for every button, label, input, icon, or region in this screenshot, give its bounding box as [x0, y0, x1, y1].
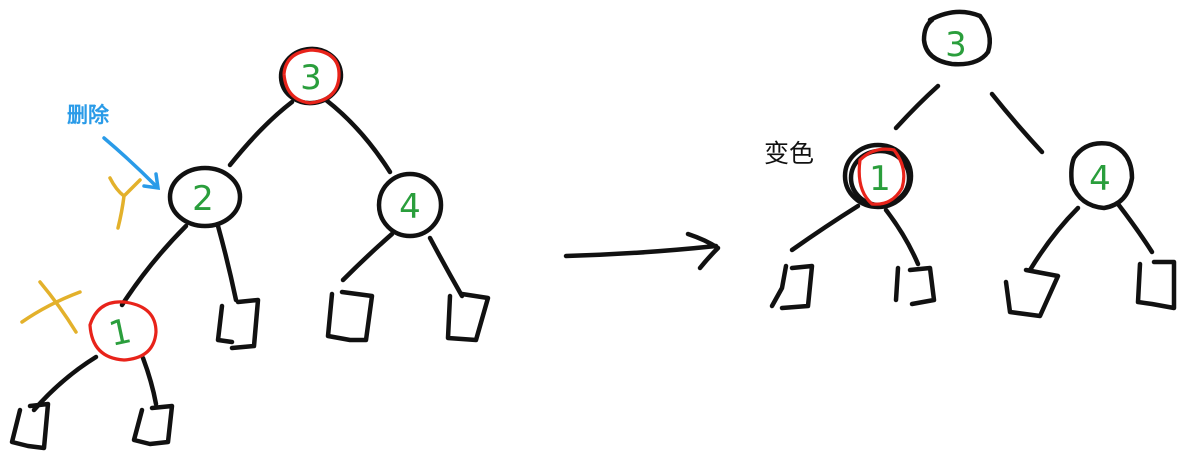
- nil-leaf: [769, 263, 815, 311]
- red-node-outline: [857, 147, 906, 206]
- node-key: 3: [945, 25, 967, 65]
- nil-leaf: [1135, 259, 1177, 311]
- nil-leaf: [325, 289, 375, 343]
- after-node-3: 3: [921, 9, 992, 67]
- edge-4-leaf-right: [1115, 201, 1155, 255]
- recolor-annotation: 变色: [764, 139, 814, 168]
- node-key: 4: [1089, 159, 1111, 199]
- edge-3-2: [227, 99, 295, 168]
- edge-2-1: [119, 223, 189, 308]
- edge-3-4: [323, 97, 393, 175]
- edge-4-leaf-right: [427, 235, 465, 299]
- arrow-icon: [102, 136, 161, 191]
- node-key: 2: [192, 179, 214, 219]
- edge-1-leaf-right: [883, 207, 921, 267]
- node-key: 4: [399, 187, 421, 227]
- edge-3-4: [989, 91, 1045, 155]
- after-node-1: 1: [842, 142, 914, 210]
- edge-4-leaf-left: [340, 231, 395, 283]
- node-key: 1: [869, 159, 891, 199]
- after-tree: 3 1 4 变色: [764, 9, 1177, 319]
- y-mark: [108, 176, 142, 230]
- nil-leaf: [215, 297, 261, 351]
- before-tree: 3 2 4 1 删除: [9, 46, 491, 451]
- nil-leaf: [445, 291, 491, 343]
- red-node-outline: [88, 300, 158, 362]
- node-key: 1: [105, 311, 134, 355]
- edge-1-leaf-left: [789, 203, 861, 253]
- transition-arrow-icon: [563, 231, 721, 271]
- edge-1-leaf-left: [31, 354, 99, 413]
- nil-leaf: [1003, 267, 1061, 319]
- x-mark: [20, 280, 82, 334]
- before-node-3: 3: [278, 46, 344, 106]
- edge-2-leaf: [215, 223, 239, 303]
- nil-leaf: [131, 403, 175, 447]
- before-node-1: 1: [88, 300, 158, 362]
- delete-annotation: 删除: [67, 103, 110, 127]
- nil-leaf: [9, 401, 51, 451]
- node-key: 3: [300, 58, 322, 98]
- edge-4-leaf-left: [1027, 205, 1081, 273]
- before-node-4: 4: [376, 171, 444, 239]
- edge-1-leaf-right: [140, 355, 159, 407]
- before-node-2: 2: [167, 165, 243, 229]
- after-node-4: 4: [1069, 141, 1135, 211]
- edge-3-1: [893, 83, 941, 131]
- nil-leaf: [893, 265, 937, 307]
